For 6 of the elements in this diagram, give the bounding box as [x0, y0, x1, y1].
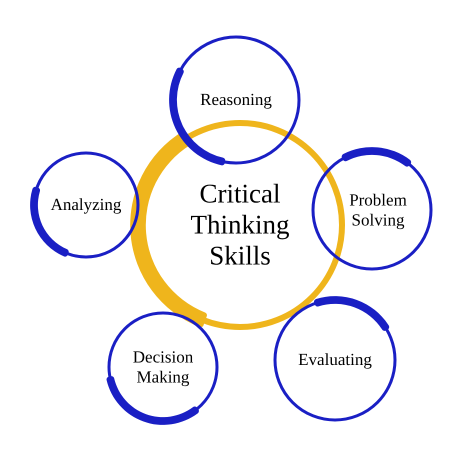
node-label: Critical Thinking Skills: [190, 178, 290, 272]
node-label: Problem Solving: [348, 190, 408, 230]
node-label: Evaluating: [297, 350, 373, 370]
node-label: Analyzing: [50, 195, 122, 215]
node-label: Decision Making: [132, 347, 194, 387]
node-label: Reasoning: [199, 90, 273, 110]
